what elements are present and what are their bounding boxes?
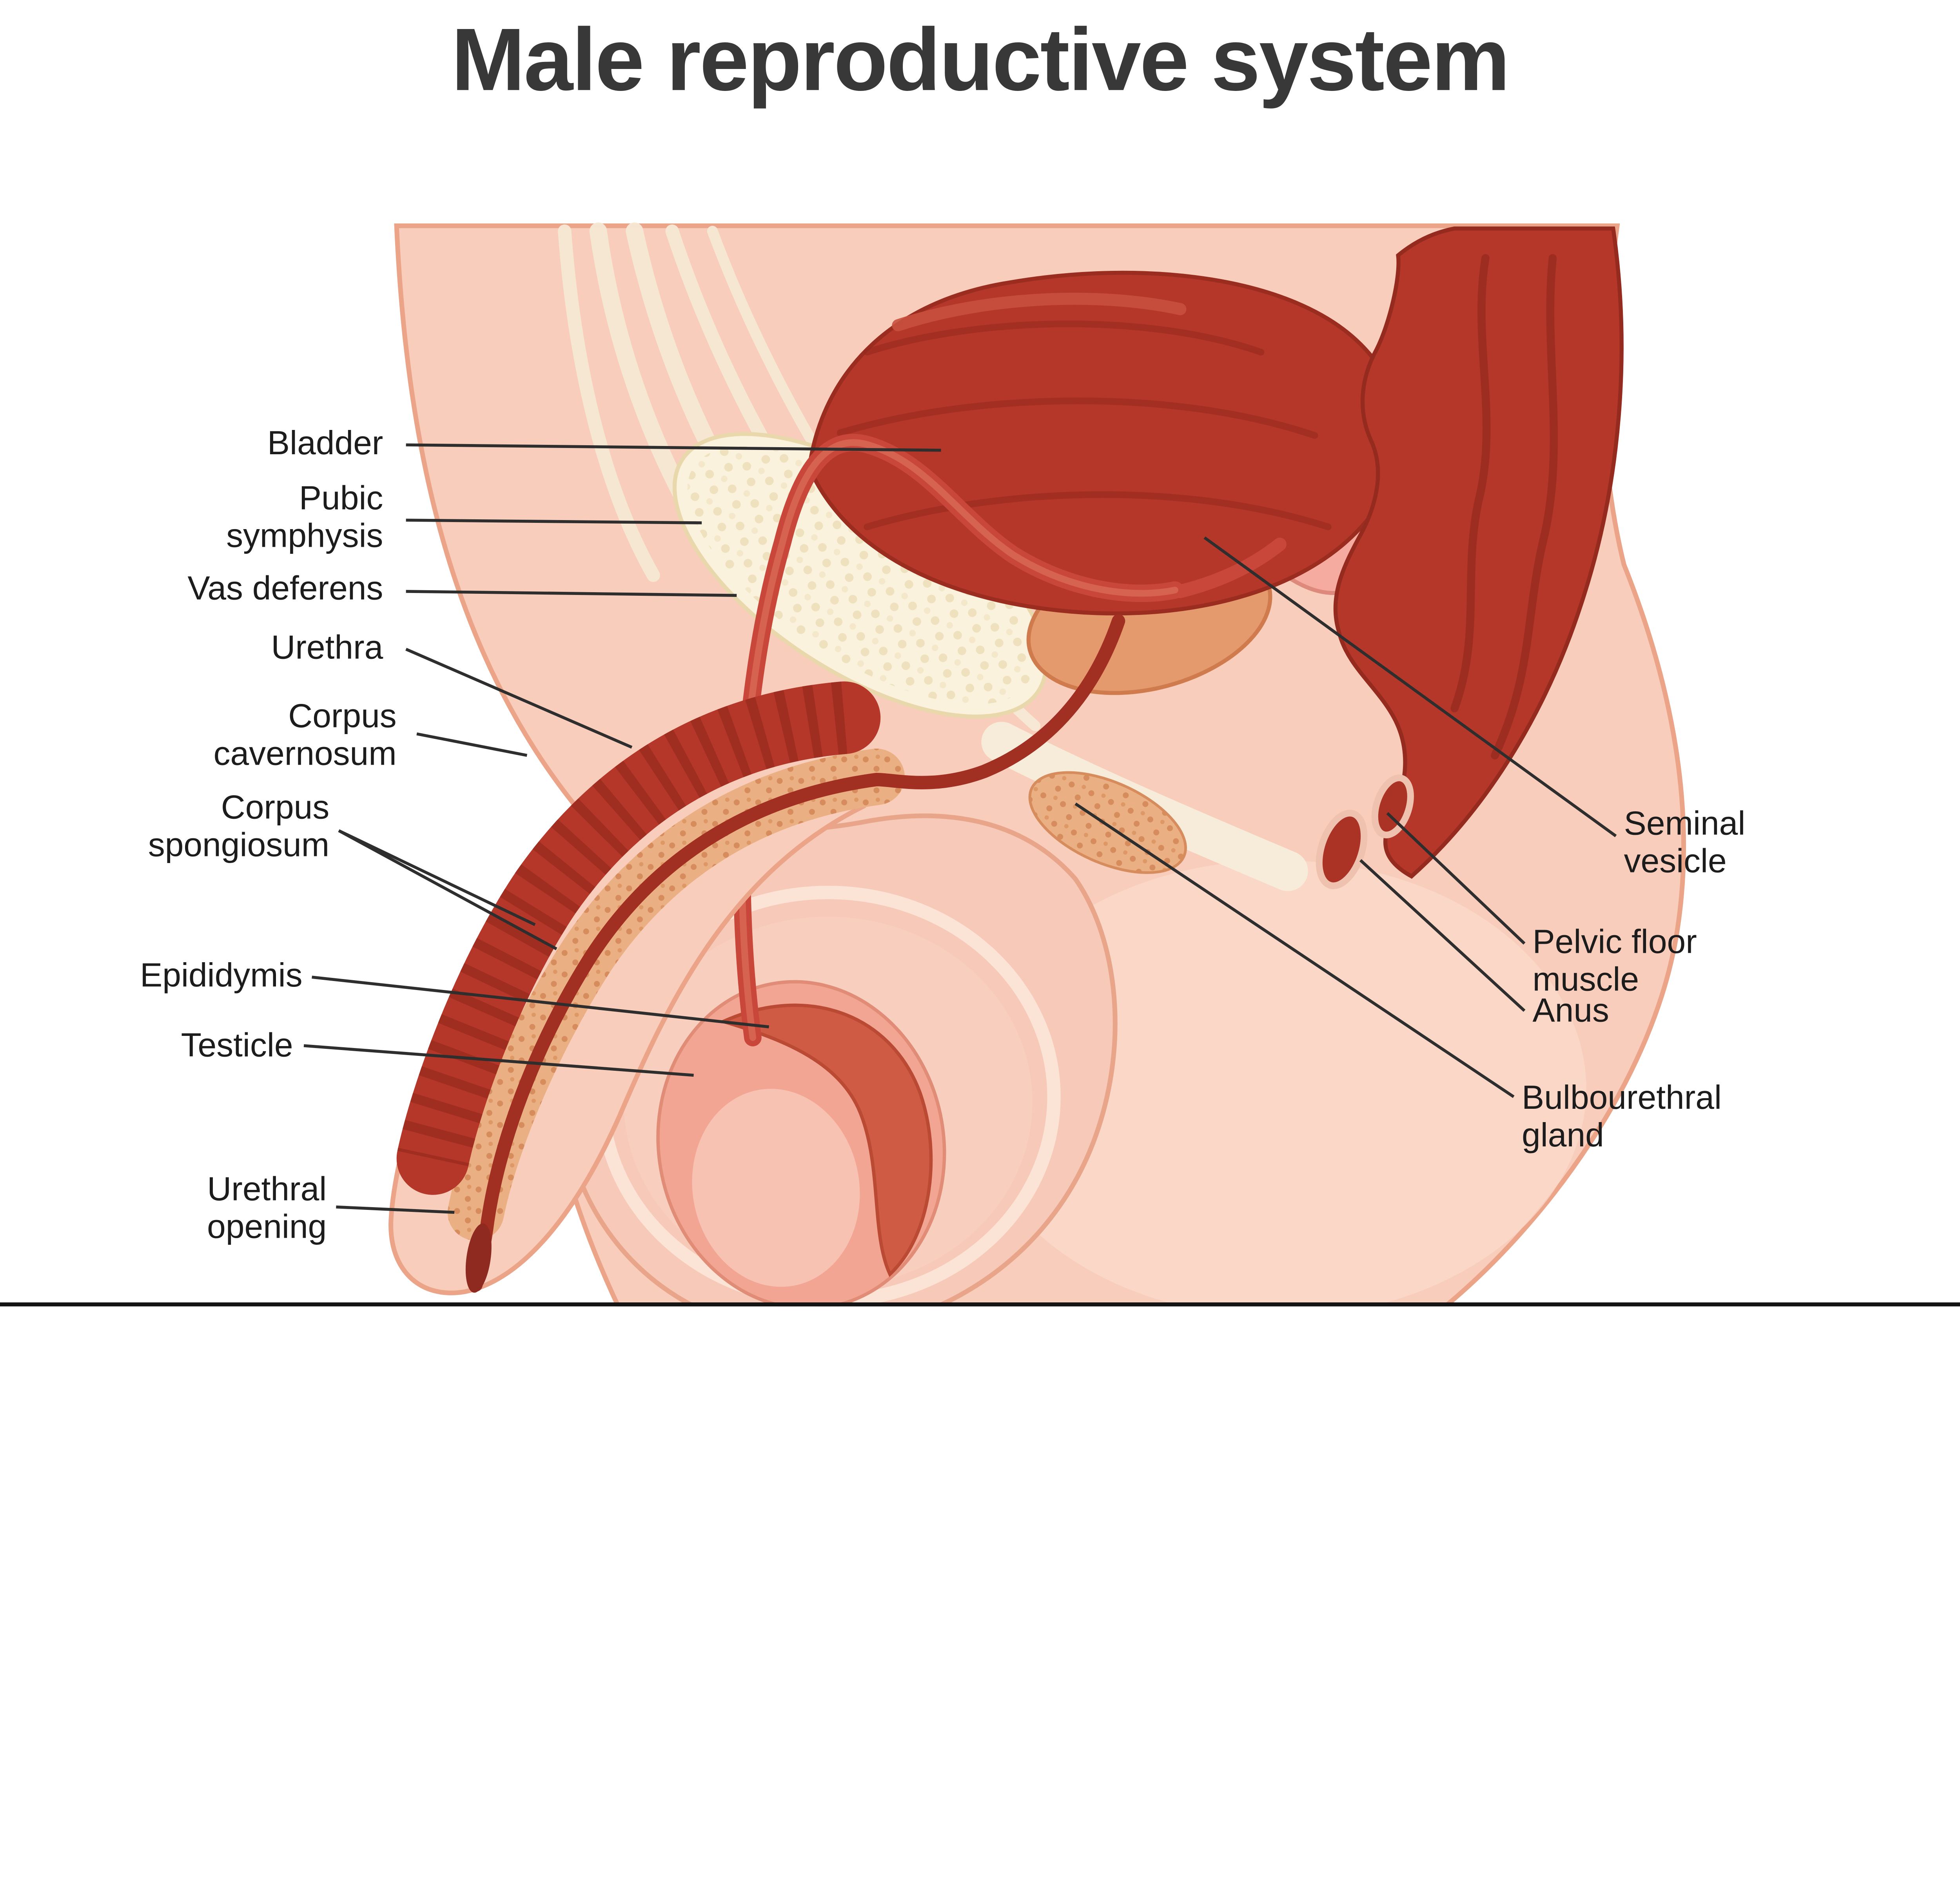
label-bladder: Bladder — [267, 424, 383, 462]
leader-urethral-opening — [336, 1205, 455, 1214]
leader-seminal-vesicle — [1203, 536, 1617, 838]
label-pelvic-floor-muscle: Pelvic floor muscle — [1532, 923, 1697, 998]
leader-bladder — [406, 443, 941, 452]
label-epididymis: Epididymis — [140, 957, 303, 995]
leader-corpus-spongiosum-1 — [338, 829, 536, 926]
leader-lines — [303, 443, 1617, 1214]
bulbourethral-gland-shape — [1028, 771, 1187, 874]
leader-anus — [1359, 859, 1526, 1012]
label-bulbourethral-gland: Bulbourethral gland — [1522, 1079, 1722, 1154]
leader-corpus-cavernosum — [416, 732, 528, 757]
bladder-shape — [807, 270, 1404, 616]
pubic-symphysis-shape — [672, 432, 1048, 719]
label-corpus-spongiosum: Corpus spongiosum — [148, 789, 330, 864]
leader-pubic-symphysis — [406, 519, 702, 524]
urethra-shape — [469, 614, 1125, 1292]
bottom-rule — [0, 1302, 1960, 1307]
urethral-opening-shape — [465, 1223, 492, 1293]
anus-shape — [1316, 774, 1414, 889]
page-title: Male reproductive system — [451, 9, 1510, 109]
anatomy-illustration — [303, 222, 1686, 1307]
epididymis-shape — [718, 1003, 933, 1277]
leader-corpus-spongiosum-2 — [338, 829, 557, 950]
label-corpus-cavernosum: Corpus cavernosum — [213, 697, 397, 772]
label-anus: Anus — [1532, 992, 1609, 1030]
inner-thigh-shading — [968, 860, 1586, 1307]
leader-vas-deferens — [406, 590, 737, 597]
label-seminal-vesicle: Seminal vesicle — [1624, 805, 1746, 880]
rectum-shape — [1333, 226, 1624, 879]
label-urethra: Urethra — [271, 629, 383, 667]
poster: Male reproductive system — [0, 9, 1960, 1307]
label-pubic-symphysis: Pubic symphysis — [226, 480, 383, 555]
label-testicle: Testicle — [181, 1027, 293, 1065]
leader-epididymis — [312, 976, 769, 1028]
corpus-cavernosum-shape — [396, 681, 881, 1195]
leader-bulbourethral-gland — [1074, 802, 1515, 1098]
leader-urethra — [405, 647, 633, 749]
label-vas-deferens: Vas deferens — [187, 570, 383, 608]
leader-testicle — [303, 1044, 694, 1077]
label-urethral-opening: Urethral opening — [207, 1170, 327, 1246]
leader-pelvic-floor-muscle — [1386, 812, 1526, 945]
